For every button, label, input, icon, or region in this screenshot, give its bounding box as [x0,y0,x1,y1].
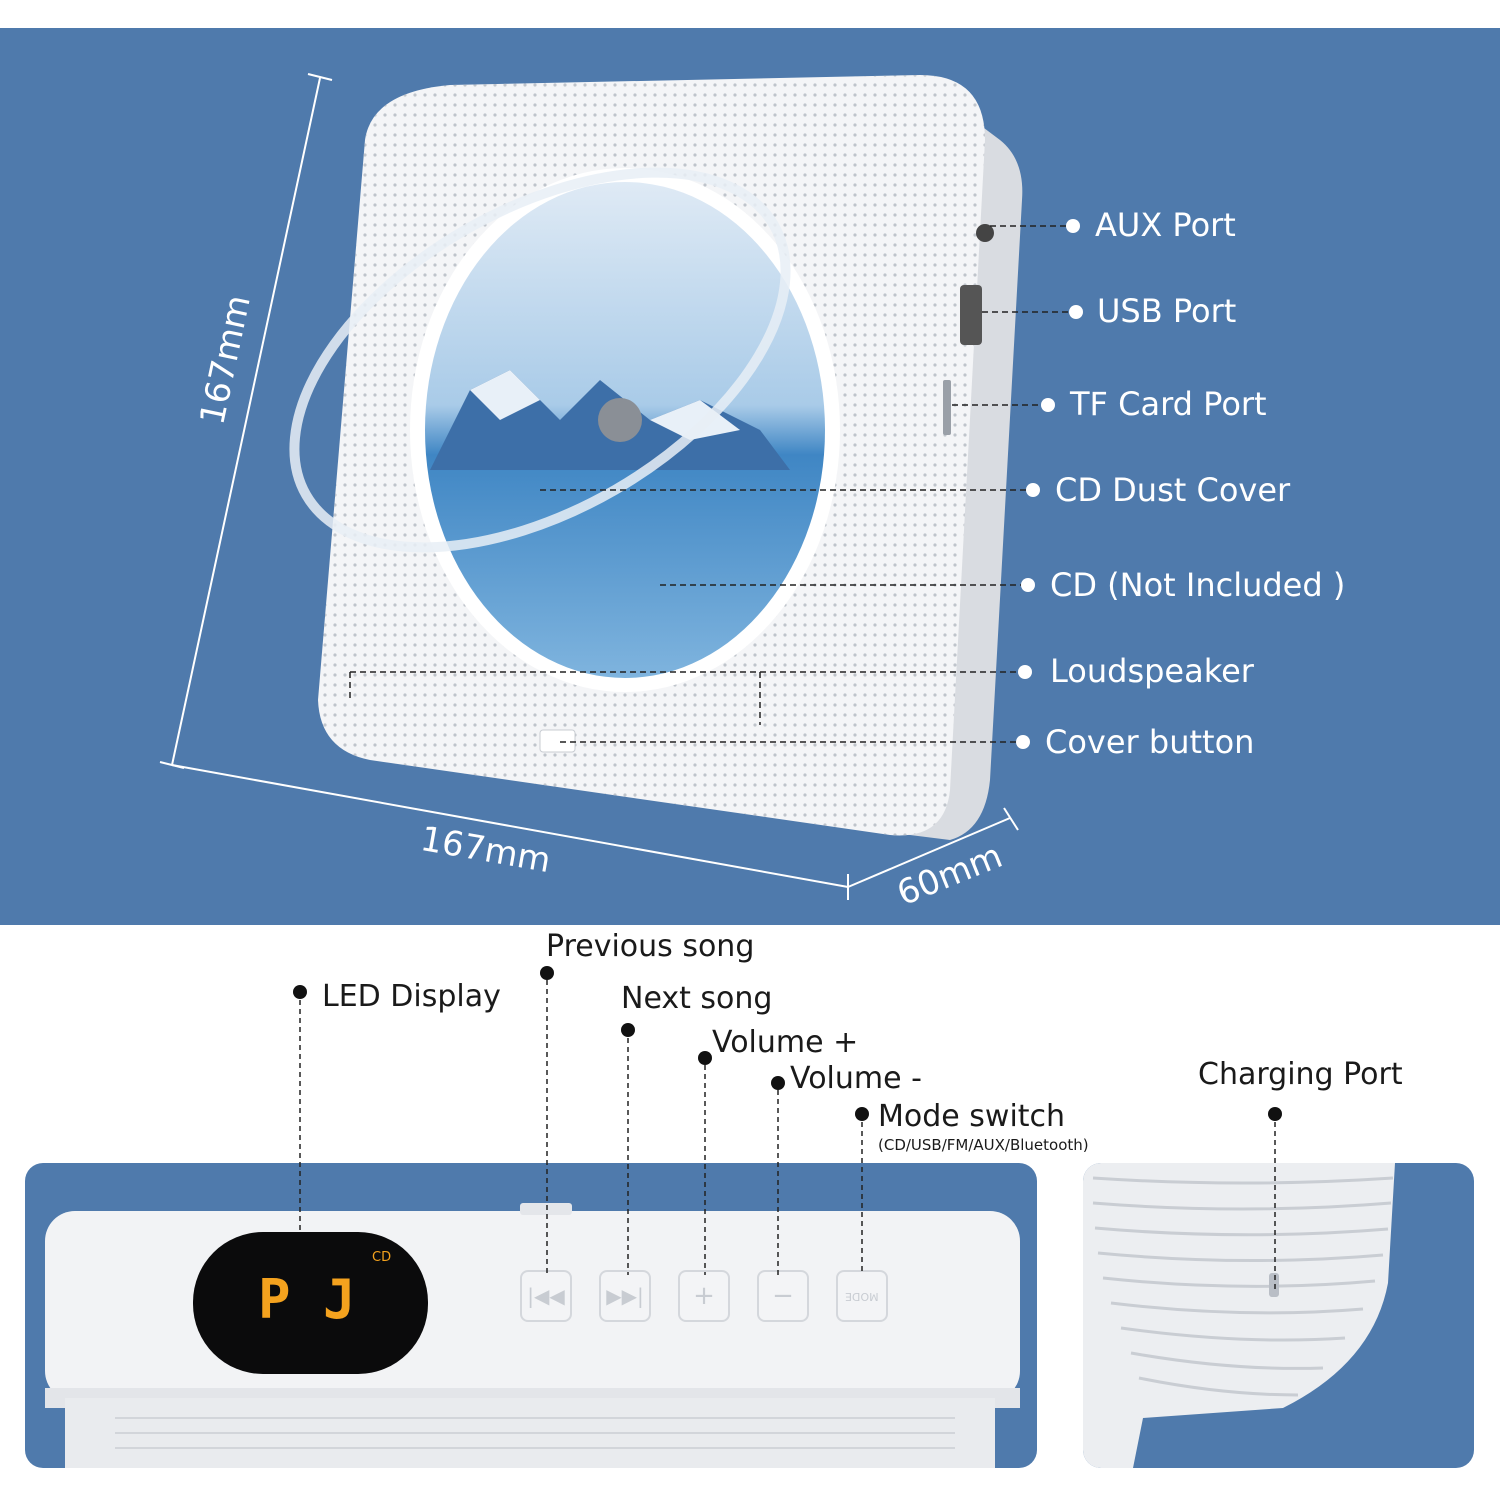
led-display-label: LED Display [322,979,501,1014]
volume-up-label: Volume + [712,1025,859,1060]
charging-port-closeup [1083,1163,1474,1468]
usb-port-label: USB Port [1097,292,1237,330]
speaker-dot [1018,665,1032,679]
minus-icon: − [772,1281,794,1311]
cover-button-dot [1016,735,1030,749]
led-digits: P J [258,1268,356,1331]
mode-button[interactable]: MODE [836,1270,888,1322]
plus-icon: + [693,1281,715,1311]
volume-down-button[interactable]: − [757,1270,809,1322]
bottom-leader-lines [299,980,1276,1290]
previous-song-button[interactable]: |◀◀ [520,1270,572,1322]
tf-port-dot [1041,398,1055,412]
loudspeaker-label: Loudspeaker [1050,652,1254,690]
previous-song-label: Previous song [546,929,755,964]
cd-label: CD (Not Included ) [1050,566,1346,604]
volume-up-button[interactable]: + [678,1270,730,1322]
mode-switch-sublabel: (CD/USB/FM/AUX/Bluetooth) [878,1136,1089,1154]
previous-icon: |◀◀ [527,1284,565,1308]
led-display-dot [293,985,307,999]
mode-switch-label: Mode switch [878,1099,1066,1134]
aux-port-label: AUX Port [1095,206,1236,244]
next-song-button[interactable]: ▶▶| [599,1270,651,1322]
volume-down-dot [771,1076,785,1090]
cd-cover-dot [1026,483,1040,497]
cover-button-label: Cover button [1045,723,1255,761]
next-icon: ▶▶| [606,1284,644,1308]
led-cd-indicator: CD [372,1250,392,1265]
next-song-dot [621,1023,635,1037]
led-display [193,1232,428,1374]
charging-port-label: Charging Port [1198,1057,1403,1092]
volume-up-dot [698,1051,712,1065]
tf-card-port-label: TF Card Port [1070,385,1267,423]
aux-port-dot [1066,219,1080,233]
cd-dust-cover-label: CD Dust Cover [1055,471,1291,509]
usb-port-dot [1069,305,1083,319]
charging-port-dot [1268,1107,1282,1121]
mode-switch-dot [855,1107,869,1121]
next-song-label: Next song [621,981,773,1016]
cd-player-illustration [159,73,1073,900]
cd-dot [1021,578,1035,592]
volume-down-label: Volume - [790,1061,922,1096]
previous-song-dot [540,966,554,980]
